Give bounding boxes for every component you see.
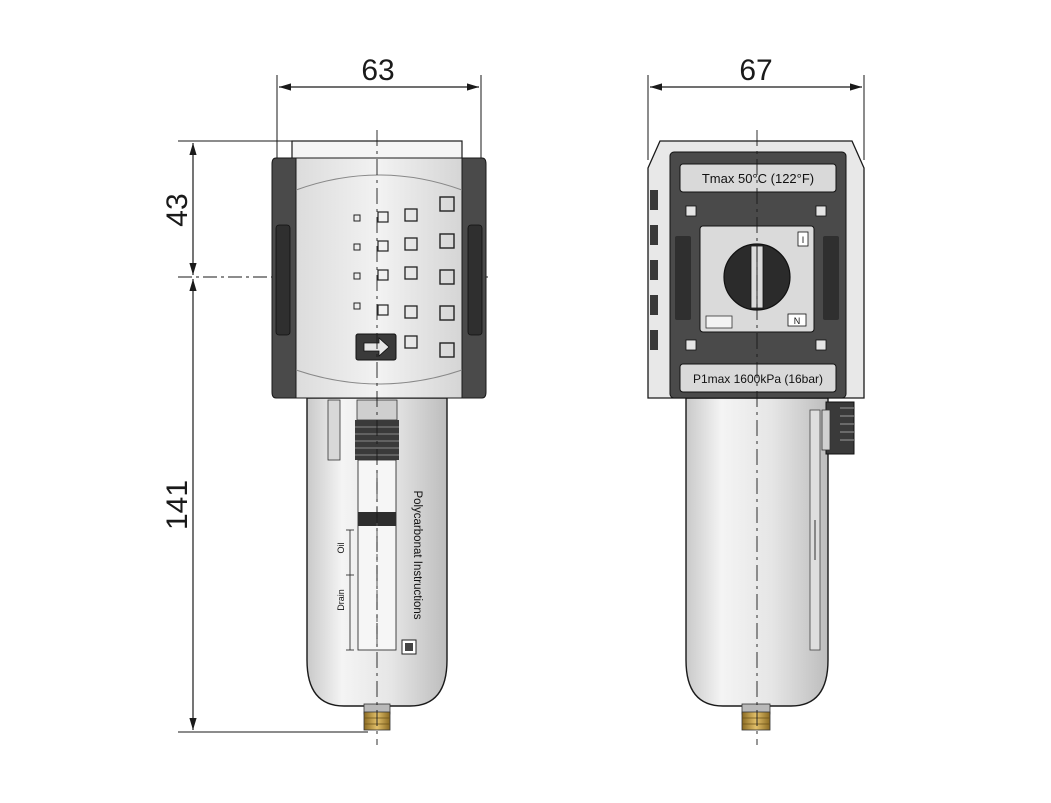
dimension-width-side: 67 bbox=[647, 54, 865, 160]
dimension-width-front: 63 bbox=[276, 54, 482, 160]
dimension-height-bowl: 141 bbox=[161, 279, 368, 733]
bowl-label-instructions: Polycarbonat Instructions bbox=[411, 490, 423, 619]
tmax-label-plate: Tmax 50°C (122°F) bbox=[679, 163, 837, 193]
bowl-instructions-icon bbox=[401, 639, 417, 655]
side-drain-fitting bbox=[741, 703, 771, 731]
front-view: Oil Drain Polycarbonat Instructions bbox=[271, 130, 487, 745]
front-head bbox=[271, 140, 487, 399]
bowl-label-drain: Drain bbox=[336, 589, 346, 611]
side-view: Tmax 50°C (122°F) I N bbox=[647, 130, 865, 745]
dimension-label-height-head: 43 bbox=[161, 193, 194, 226]
side-head: Tmax 50°C (122°F) I N bbox=[647, 140, 865, 399]
knob-marker-top: I bbox=[802, 235, 805, 245]
tmax-label: Tmax 50°C (122°F) bbox=[702, 171, 814, 186]
bowl-label-oil: Oil bbox=[336, 543, 346, 554]
flow-direction-arrow-icon bbox=[355, 333, 397, 361]
front-bowl: Oil Drain Polycarbonat Instructions bbox=[306, 397, 448, 731]
p1max-label-plate: P1max 1600kPa (16bar) bbox=[679, 363, 837, 393]
bowl-lock-latch bbox=[821, 401, 855, 455]
dimension-label-height-bowl: 141 bbox=[161, 480, 194, 530]
dimension-label-width-side: 67 bbox=[739, 54, 772, 87]
knob-marker-bottom: N bbox=[794, 316, 801, 326]
dimension-label-width-front: 63 bbox=[361, 54, 394, 87]
front-indicator-grid bbox=[353, 196, 455, 358]
side-bowl bbox=[685, 397, 855, 731]
front-oil-scale: Oil Drain bbox=[336, 529, 354, 651]
p1max-label: P1max 1600kPa (16bar) bbox=[693, 372, 823, 386]
